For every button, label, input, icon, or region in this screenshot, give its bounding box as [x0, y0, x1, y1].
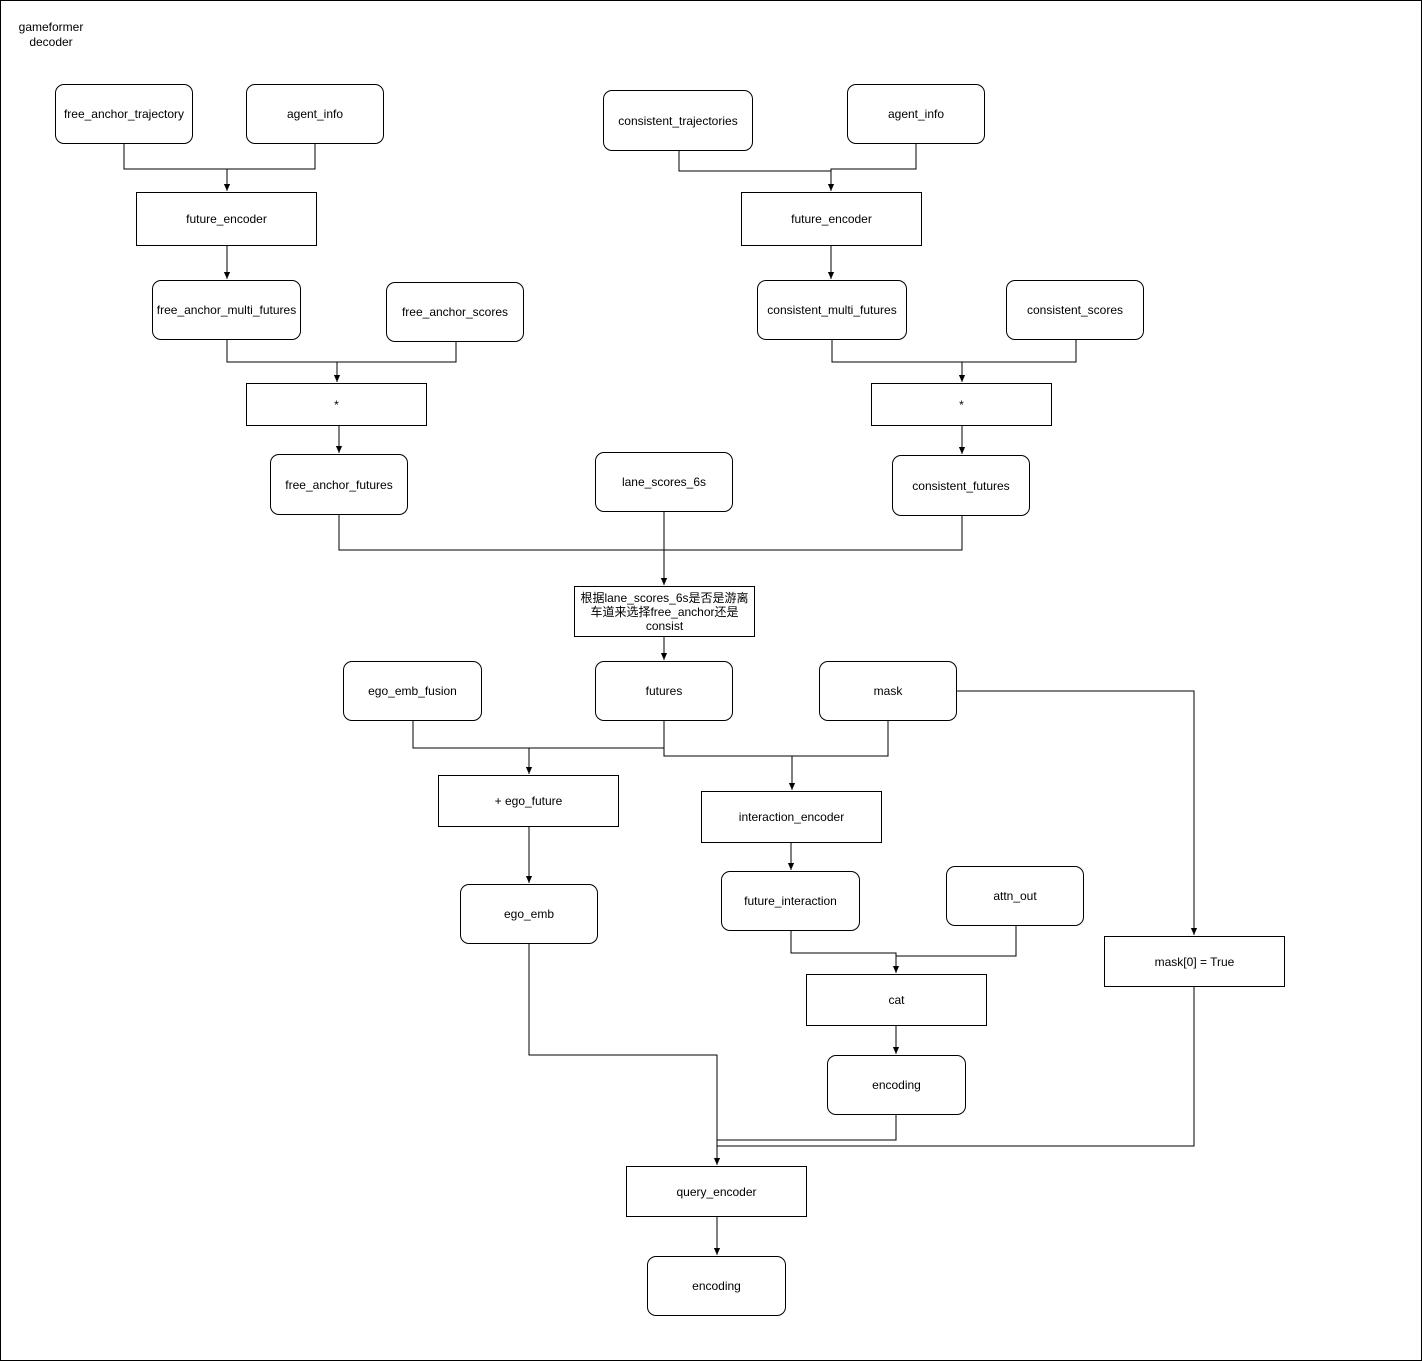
- node-consistent-trajectories[interactable]: consistent_trajectories: [603, 90, 753, 151]
- node-cat[interactable]: cat: [806, 974, 987, 1026]
- node-future-encoder-right[interactable]: future_encoder: [741, 192, 922, 246]
- node-encoding-out[interactable]: encoding: [647, 1256, 786, 1316]
- node-consistent-multi-futures-label: consistent_multi_futures: [767, 303, 897, 317]
- node-query-encoder-label: query_encoder: [676, 1184, 757, 1199]
- node-free-anchor-futures-label: free_anchor_futures: [285, 477, 393, 492]
- edge-attn-out-to-cat: [896, 926, 1017, 957]
- node-attn-out[interactable]: attn_out: [946, 866, 1084, 926]
- node-encoding-out-label: encoding: [692, 1279, 741, 1293]
- edge-encoding-to-query-encoder: [717, 1115, 897, 1141]
- node-mask-true[interactable]: mask[0] = True: [1104, 936, 1285, 987]
- node-lane-scores-6s-label: lane_scores_6s: [621, 475, 707, 489]
- node-ego-emb[interactable]: ego_emb: [460, 884, 598, 944]
- node-cat-label: cat: [888, 993, 905, 1007]
- node-ego-emb-fusion[interactable]: ego_emb_fusion: [343, 661, 482, 721]
- node-lane-scores-6s[interactable]: lane_scores_6s: [595, 452, 733, 512]
- edge-agent-info-left-to-future-encoder: [227, 144, 316, 170]
- node-multiply-right[interactable]: *: [871, 383, 1052, 426]
- node-free-anchor-futures[interactable]: free_anchor_futures: [270, 454, 408, 515]
- node-future-interaction-label: future_interaction: [744, 894, 837, 908]
- diagram-title: gameformer decoder: [15, 20, 87, 50]
- node-ego-emb-label: ego_emb: [503, 907, 555, 921]
- node-encoding-mid[interactable]: encoding: [827, 1055, 966, 1115]
- node-plus-ego-future[interactable]: + ego_future: [438, 775, 619, 827]
- node-agent-info-right-label: agent_info: [887, 107, 945, 121]
- node-consistent-trajectories-label: consistent_trajectories: [618, 113, 738, 128]
- node-ego-emb-fusion-label: ego_emb_fusion: [368, 684, 457, 698]
- edge-free-anchor-multi-futures-to-multiply: [226, 340, 341, 382]
- edge-consistent-scores-to-multiply: [962, 340, 1077, 363]
- node-consistent-scores-label: consistent_scores: [1026, 303, 1124, 317]
- node-free-anchor-trajectory[interactable]: free_anchor_trajectory: [55, 84, 193, 144]
- node-free-anchor-multi-futures[interactable]: free_anchor_multi_futures: [152, 280, 301, 340]
- node-future-encoder-left-label: future_encoder: [186, 212, 267, 226]
- edge-futures-to-interaction-encoder: [663, 748, 796, 790]
- edge-free-anchor-trajectory-to-future-encoder: [123, 144, 231, 191]
- node-attn-out-label: attn_out: [993, 889, 1037, 903]
- node-plus-ego-future-label: + ego_future: [494, 794, 563, 808]
- node-free-anchor-scores[interactable]: free_anchor_scores: [386, 282, 524, 342]
- node-consistent-multi-futures[interactable]: consistent_multi_futures: [757, 280, 907, 340]
- node-interaction-encoder[interactable]: interaction_encoder: [701, 791, 882, 843]
- node-multiply-left-label: *: [334, 397, 339, 412]
- edge-future-interaction-to-cat: [790, 931, 900, 973]
- node-agent-info-left-label: agent_info: [286, 107, 344, 121]
- node-mask[interactable]: mask: [819, 661, 957, 721]
- node-future-encoder-left[interactable]: future_encoder: [136, 192, 317, 246]
- edge-ego-emb-fusion-to-ego-future: [412, 721, 533, 774]
- edge-mask-to-interaction-encoder: [792, 721, 889, 757]
- node-consistent-futures[interactable]: consistent_futures: [892, 455, 1030, 516]
- node-encoding-mid-label: encoding: [872, 1078, 921, 1092]
- node-select-free-anchor-or-consist[interactable]: 根据lane_scores_6s是否是游离车道来选择free_anchor还是c…: [574, 586, 755, 637]
- edge-consistent-futures-to-select: [664, 516, 963, 551]
- edge-consistent-multi-futures-to-multiply: [831, 340, 966, 382]
- node-agent-info-right[interactable]: agent_info: [847, 84, 985, 144]
- node-free-anchor-scores-label: free_anchor_scores: [401, 305, 509, 319]
- node-futures-label: futures: [645, 684, 683, 698]
- node-future-interaction[interactable]: future_interaction: [721, 871, 860, 931]
- node-multiply-right-label: *: [959, 397, 964, 412]
- node-multiply-left[interactable]: *: [246, 383, 427, 426]
- node-query-encoder[interactable]: query_encoder: [626, 1166, 807, 1217]
- node-consistent-scores[interactable]: consistent_scores: [1006, 280, 1144, 340]
- diagram-title-line1: gameformer: [18, 20, 84, 34]
- node-free-anchor-multi-futures-label: free_anchor_multi_futures: [156, 303, 297, 317]
- node-mask-true-label: mask[0] = True: [1154, 954, 1235, 969]
- node-select-label: 根据lane_scores_6s是否是游离车道来选择free_anchor还是c…: [580, 590, 749, 633]
- edge-ego-emb-to-query-encoder: [528, 944, 721, 1165]
- node-free-anchor-trajectory-label: free_anchor_trajectory: [63, 107, 185, 121]
- node-consistent-futures-label: consistent_futures: [912, 478, 1010, 493]
- node-agent-info-left[interactable]: agent_info: [246, 84, 384, 144]
- edge-free-anchor-futures-to-select: [338, 515, 668, 585]
- edge-agent-info-right-to-future-encoder: [830, 144, 917, 179]
- diagram-title-line2: decoder: [29, 35, 73, 49]
- node-mask-label: mask: [873, 684, 903, 698]
- node-future-encoder-right-label: future_encoder: [791, 212, 872, 226]
- node-interaction-encoder-label: interaction_encoder: [738, 810, 845, 824]
- edge-futures-to-ego-future: [529, 721, 665, 749]
- edge-consistent-trajectories-to-future-encoder: [678, 151, 835, 191]
- node-futures[interactable]: futures: [595, 661, 733, 721]
- edge-free-anchor-scores-to-multiply: [337, 342, 457, 363]
